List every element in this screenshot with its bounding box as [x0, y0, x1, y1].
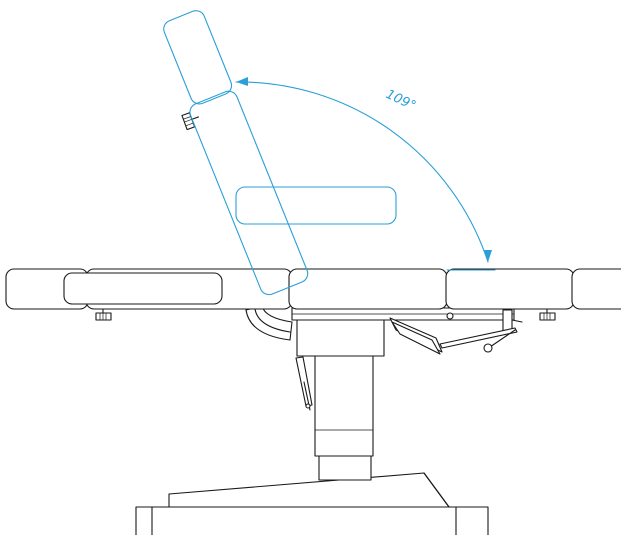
angle-dimension: 109° [235, 77, 492, 263]
arrowhead-down [484, 250, 492, 262]
backrest-hinge [245, 305, 293, 341]
adjustment-knob-backrest [181, 112, 200, 131]
reclined-backrest [163, 10, 496, 296]
foot-cushion [571, 268, 621, 310]
gas-spring [295, 356, 313, 411]
seat-mechanism [291, 307, 523, 355]
leg-cushion [445, 268, 575, 310]
chair-base [135, 472, 489, 535]
arrowhead-left [236, 77, 248, 86]
seat-cushion [288, 268, 448, 310]
armrest-flat [63, 272, 223, 305]
lift-column [296, 317, 385, 481]
angle-label: 109° [383, 87, 418, 114]
